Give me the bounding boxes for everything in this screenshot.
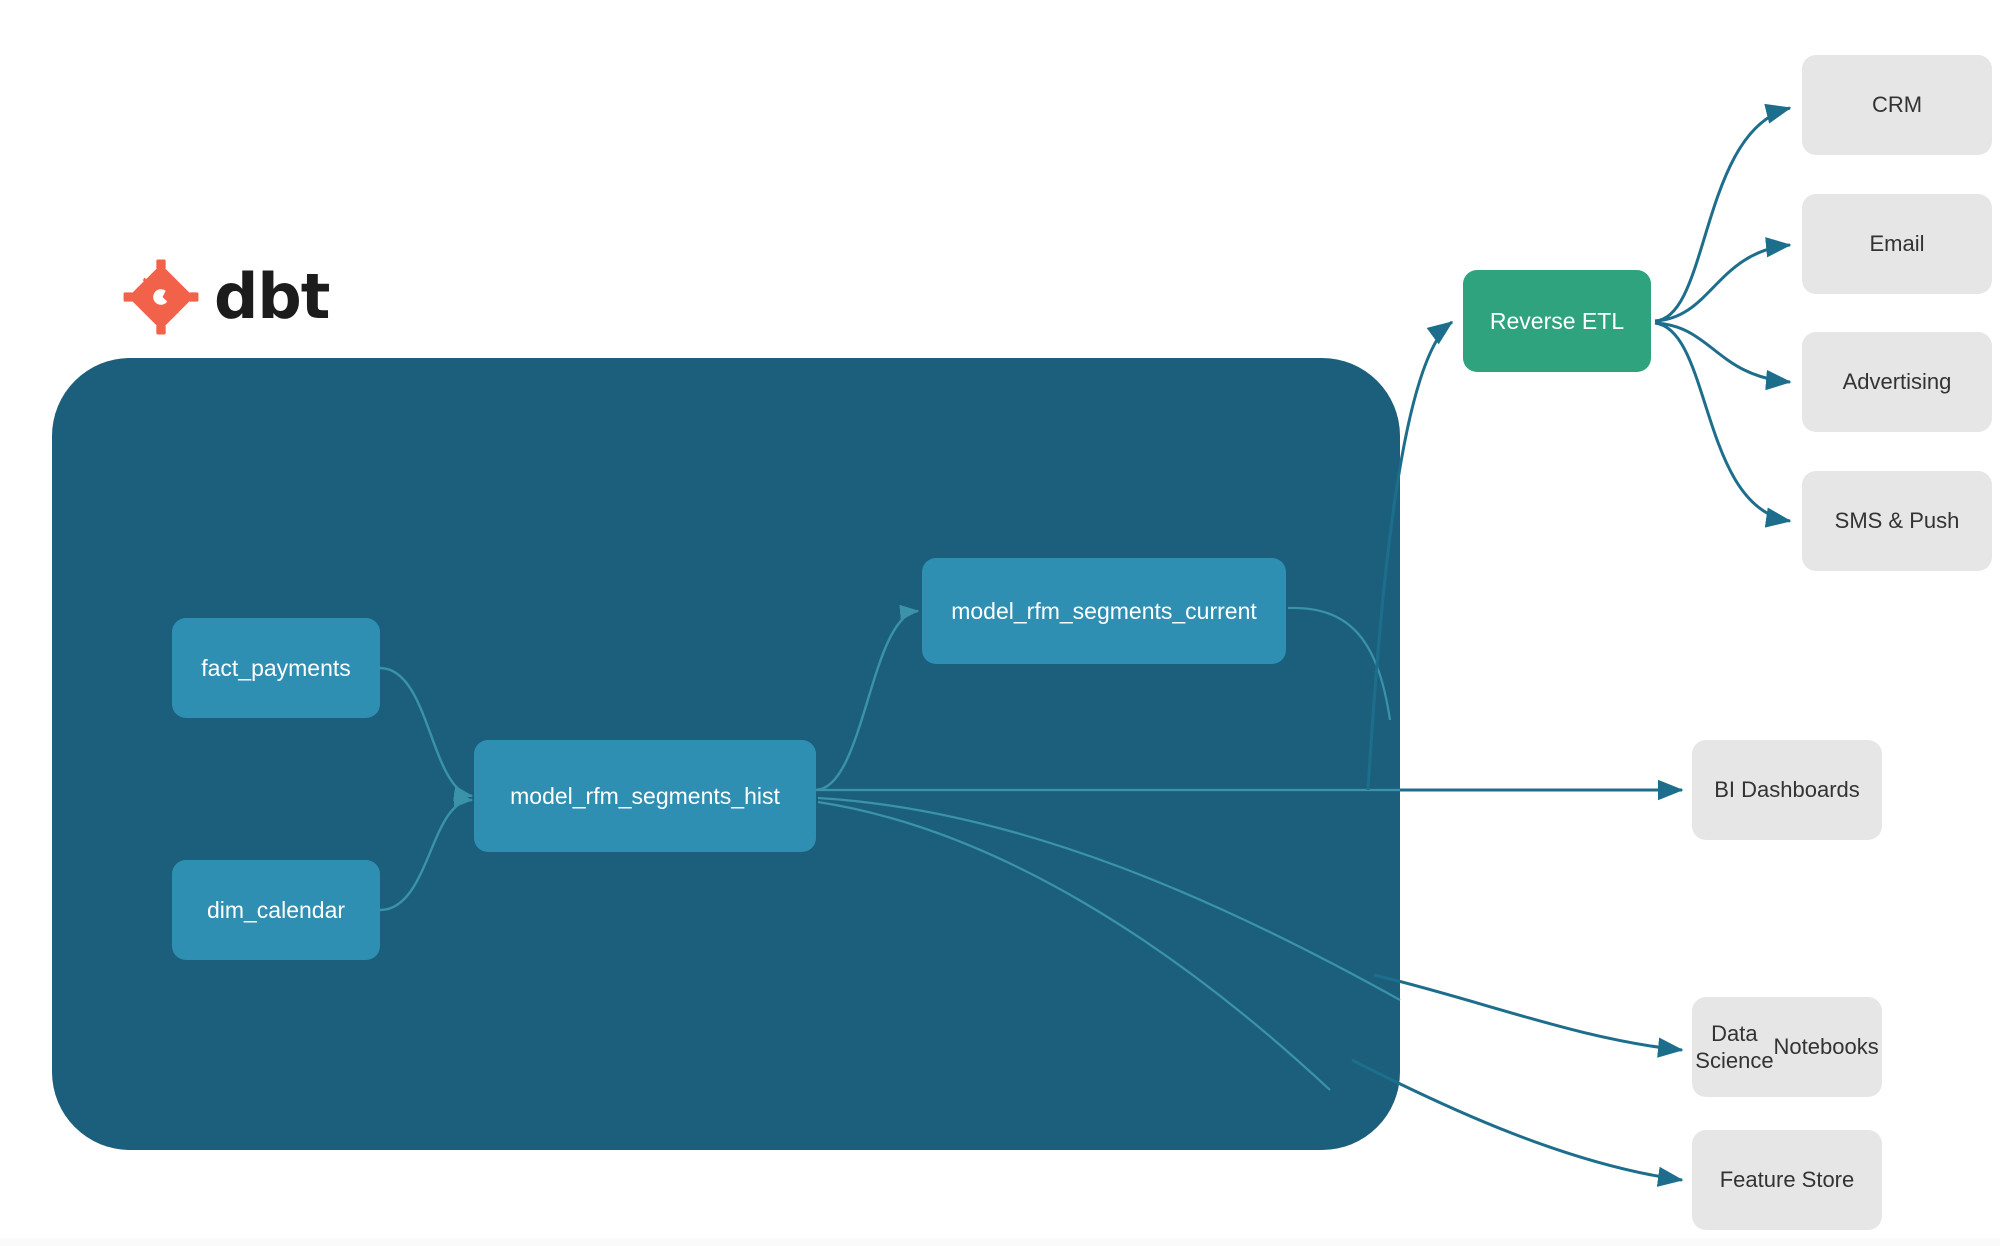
destination-label-line1: Data Science [1695, 1020, 1774, 1074]
edge-reverse-etl-to-sms-push [1654, 321, 1792, 528]
bottom-band [0, 1238, 2000, 1246]
destination-node-advertising[interactable]: Advertising [1802, 332, 1992, 432]
destination-node-feature-store[interactable]: Feature Store [1692, 1130, 1882, 1230]
dbt-logo-icon [123, 259, 199, 335]
destination-node-data-science-notebooks[interactable]: Data Science Notebooks [1692, 997, 1882, 1097]
edge-to-feature-store [1351, 1058, 1684, 1187]
dbt-brand-lockup: dbt [122, 258, 330, 336]
destination-node-sms-push[interactable]: SMS & Push [1802, 471, 1992, 571]
destination-node-bi-dashboards[interactable]: BI Dashboards [1692, 740, 1882, 840]
destination-node-email[interactable]: Email [1802, 194, 1992, 294]
destination-node-crm[interactable]: CRM [1802, 55, 1992, 155]
reverse-etl-node[interactable]: Reverse ETL [1463, 270, 1651, 372]
edge-reverse-etl-to-crm [1654, 103, 1792, 323]
model-node-rfm-segments-hist[interactable]: model_rfm_segments_hist [474, 740, 816, 852]
dbt-brand-text: dbt [214, 260, 330, 333]
edge-reverse-etl-to-email [1654, 237, 1792, 323]
edge-to-data-science-notebooks [1373, 973, 1684, 1058]
model-node-fact-payments[interactable]: fact_payments [172, 618, 380, 718]
edge-reverse-etl-to-advertising [1654, 321, 1792, 391]
model-node-rfm-segments-current[interactable]: model_rfm_segments_current [922, 558, 1286, 664]
model-node-dim-calendar[interactable]: dim_calendar [172, 860, 380, 960]
destination-label-line2: Notebooks [1773, 1034, 1879, 1060]
